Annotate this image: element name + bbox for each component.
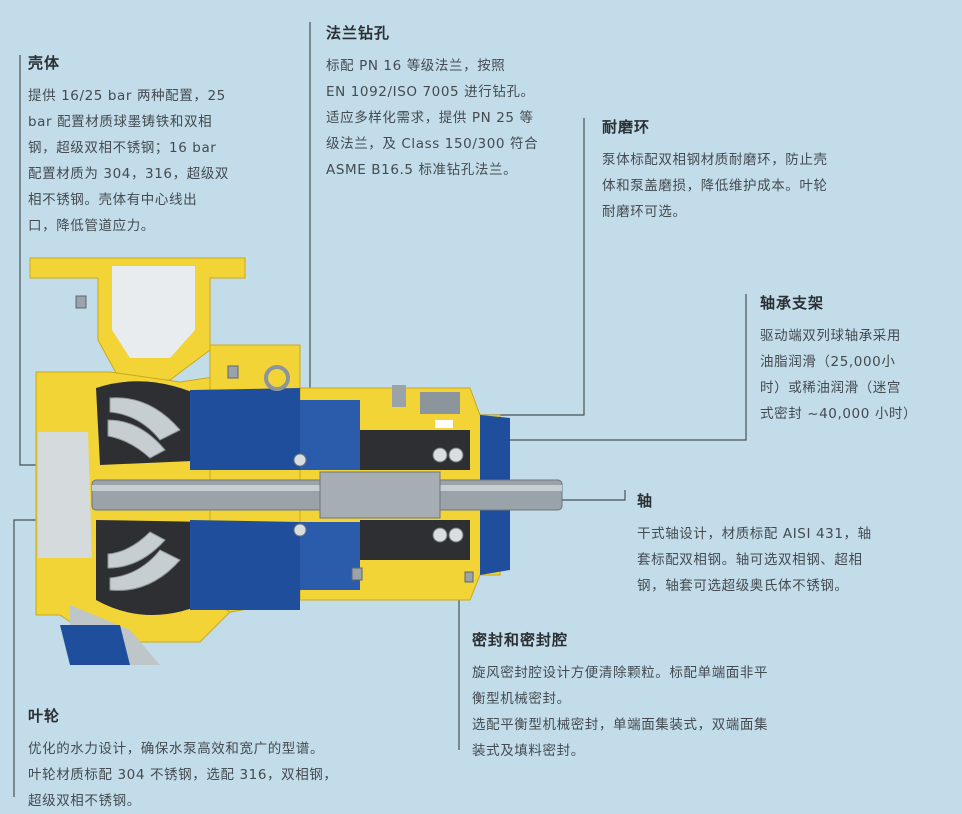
leader-line-flange	[299, 22, 311, 401]
impeller	[107, 397, 181, 591]
callout-impeller-line: 优化的水力设计，确保水泵高效和宽广的型谱。	[28, 741, 325, 757]
callout-seal-title: 密封和密封腔	[472, 631, 569, 649]
callout-casing-line: 口，降低管道应力。	[28, 218, 155, 234]
callout-seal-line: 旋风密封腔设计方便清除颗粒。标配单端面非平	[472, 665, 769, 681]
callout-flange-line: 适应多样化需求，提供 PN 25 等	[326, 110, 534, 126]
bearings	[293, 447, 464, 543]
callout-wear-ring-line: 泵体标配双相钢材质耐磨环，防止壳	[602, 152, 828, 168]
callout-flange-title: 法兰钻孔	[326, 24, 391, 42]
callout-casing-line: 配置材质为 304，316，超级双	[28, 166, 230, 182]
callout-seal-chamber: 密封和密封腔 旋风密封腔设计方便清除颗粒。标配单端面非平 衡型机械密封。 选配平…	[472, 629, 862, 764]
callout-flange-line: EN 1092/ISO 7005 进行钻孔。	[326, 84, 535, 100]
callout-flange: 法兰钻孔 标配 PN 16 等级法兰，按照 EN 1092/ISO 7005 进…	[326, 22, 566, 183]
callout-shaft-line: 套标配双相钢。轴可选双相钢、超相	[637, 552, 863, 568]
callout-casing-line: 钢，超级双相不锈钢；16 bar	[28, 140, 217, 156]
callout-flange-line: ASME B16.5 标准钻孔法兰。	[326, 162, 518, 178]
callout-flange-line: 标配 PN 16 等级法兰，按照	[326, 58, 506, 74]
callout-shaft-line: 干式轴设计，材质标配 AISI 431，轴	[637, 526, 872, 542]
callout-casing-line: 提供 16/25 bar 两种配置，25	[28, 88, 226, 104]
callout-bearing-line: 驱动端双列球轴承采用	[760, 328, 901, 344]
callout-bearing-title: 轴承支架	[760, 294, 825, 312]
callout-impeller-line: 超级双相不锈钢。	[28, 793, 141, 809]
leader-line-casing	[19, 55, 40, 466]
callout-flange-line: 级法兰，及 Class 150/300 符合	[326, 136, 539, 152]
leader-line-shaft	[555, 490, 626, 501]
callout-seal-line: 装式及填料密封。	[472, 743, 585, 759]
shaft	[91, 471, 563, 519]
callout-wear-ring-line: 耐磨环可选。	[602, 204, 687, 220]
callout-shaft-line: 钢，轴套可选超级奥氏体不锈钢。	[637, 578, 849, 594]
callout-wear-ring-title: 耐磨环	[602, 118, 651, 136]
callout-shaft-title: 轴	[637, 492, 654, 510]
callout-impeller: 叶轮 优化的水力设计，确保水泵高效和宽广的型谱。 叶轮材质标配 304 不锈钢，…	[28, 705, 398, 814]
callout-bearing-line: 油脂润滑（25,000小	[760, 354, 896, 370]
leader-line-bearing	[480, 294, 747, 441]
callout-bearing-line: 时）或稀油润滑（迷宫	[760, 380, 901, 396]
callout-impeller-line: 叶轮材质标配 304 不锈钢，选配 316，双相钢，	[28, 767, 338, 783]
callout-seal-line: 衡型机械密封。	[472, 691, 571, 707]
lifting-eye	[264, 365, 290, 391]
leader-line-wear-ring	[460, 118, 585, 416]
callout-impeller-title: 叶轮	[28, 707, 61, 725]
callout-bearing-line: 式密封 ~40,000 小时）	[760, 406, 918, 422]
callout-casing-line: 相不锈钢。壳体有中心线出	[28, 192, 198, 208]
top-fittings	[392, 385, 460, 428]
callout-seal-line: 选配平衡型机械密封，单端面集装式，双端面集	[472, 717, 769, 733]
callout-bearing-bracket: 轴承支架 驱动端双列球轴承采用 油脂润滑（25,000小 时）或稀油润滑（迷宫 …	[760, 292, 950, 427]
callout-wear-ring-line: 体和泵盖磨损，降低维护成本。叶轮	[602, 178, 828, 194]
callout-wear-ring: 耐磨环 泵体标配双相钢材质耐磨环，防止壳 体和泵盖磨损，降低维护成本。叶轮 耐磨…	[602, 116, 892, 225]
base-foot	[60, 625, 130, 665]
callout-shaft: 轴 干式轴设计，材质标配 AISI 431，轴 套标配双相钢。轴可选双相钢、超相…	[637, 490, 937, 599]
callout-casing-title: 壳体	[28, 54, 61, 72]
callout-casing: 壳体 提供 16/25 bar 两种配置，25 bar 配置材质球墨铸铁和双相 …	[28, 52, 268, 239]
callout-casing-line: bar 配置材质球墨铸铁和双相	[28, 114, 213, 130]
